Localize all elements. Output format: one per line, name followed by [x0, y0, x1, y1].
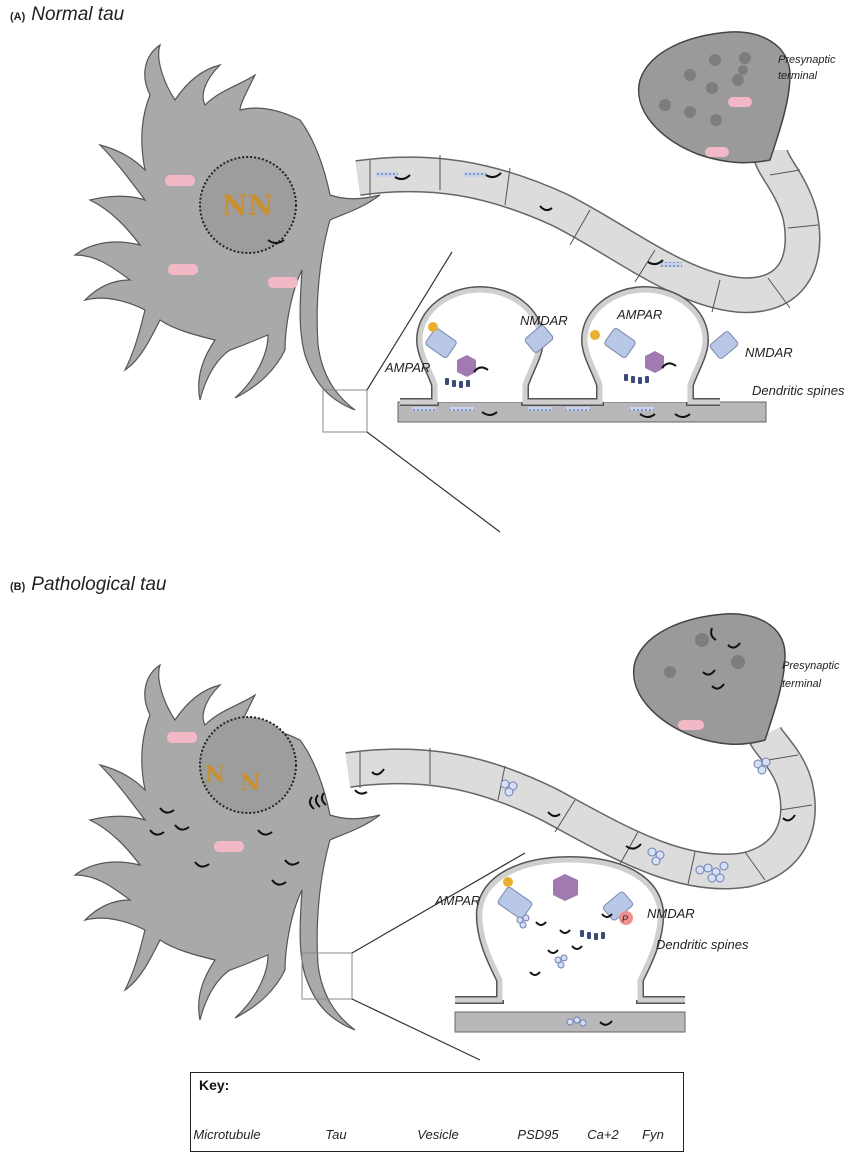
label-presynaptic-b: Presynaptic terminal — [782, 657, 854, 693]
phospho-label-b: P — [622, 914, 628, 924]
key-item-microtubule: Microtubule — [193, 1127, 260, 1142]
organelle-a-5 — [705, 147, 729, 157]
organelle-b-3 — [678, 720, 704, 730]
organelle-a-1 — [165, 175, 195, 186]
dna-icon-a: NN — [222, 189, 273, 222]
panel-a-title-text: Normal tau — [31, 4, 124, 25]
label-nmdar-a-left: NMDAR — [520, 313, 568, 328]
organelle-a-4 — [728, 97, 752, 107]
organelle-a-2 — [168, 264, 198, 275]
key-box: Key: Microtubule Tau Vesicle PSD95 Ca+2 … — [190, 1072, 684, 1152]
label-presynaptic-a: Presynaptic terminal — [778, 52, 850, 84]
key-title: Key: — [199, 1077, 229, 1093]
panel-a-letter: (A) — [10, 11, 25, 23]
label-nmdar-a-right: NMDAR — [745, 345, 793, 360]
label-dendritic-b: Dendritic spines — [656, 937, 749, 952]
zoom-box-a — [323, 390, 367, 432]
calcium-a-right — [590, 330, 600, 340]
presynaptic-terminal-b — [634, 614, 785, 744]
key-item-vesicle: Vesicle — [417, 1127, 458, 1142]
dna-icon-b-2: N — [240, 770, 260, 796]
calcium-b — [503, 877, 513, 887]
panel-a: NN — [75, 32, 818, 532]
panel-b: N N — [75, 614, 812, 1060]
panel-b-letter: (B) — [10, 581, 25, 593]
key-item-psd95: PSD95 — [517, 1127, 558, 1142]
label-ampar-b: AMPAR — [435, 893, 480, 908]
panel-b-title-text: Pathological tau — [31, 574, 166, 595]
organelle-a-3 — [268, 277, 298, 288]
nmdar-receptor-a-right — [709, 330, 739, 359]
organelle-b-2 — [214, 841, 244, 852]
organelle-b-1 — [167, 732, 197, 743]
microtubule-a-2 — [464, 172, 486, 177]
microtubule-a-1 — [376, 172, 398, 177]
calcium-a-left — [428, 322, 438, 332]
panel-b-title: (B) Pathological tau — [10, 574, 167, 596]
presynaptic-terminal-a — [639, 32, 790, 163]
panel-a-title: (A) Normal tau — [10, 4, 124, 26]
key-item-tau: Tau — [325, 1127, 346, 1142]
label-ampar-a-right: AMPAR — [617, 307, 662, 322]
label-ampar-a-left: AMPAR — [385, 360, 430, 375]
label-dendritic-a: Dendritic spines — [752, 383, 845, 398]
microtubule-a-3 — [660, 262, 682, 267]
key-item-fyn: Fyn — [642, 1127, 664, 1142]
dna-icon-b-1: N — [205, 762, 225, 788]
axon-a — [358, 150, 818, 312]
key-item-calcium: Ca+2 — [587, 1127, 618, 1142]
label-nmdar-b: NMDAR — [647, 906, 695, 921]
